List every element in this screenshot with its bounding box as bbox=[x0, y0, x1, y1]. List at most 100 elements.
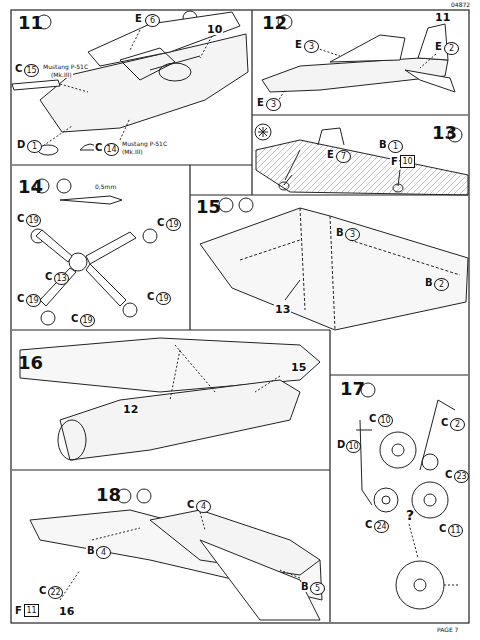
part-number: 19 bbox=[26, 214, 41, 227]
glue-icons bbox=[137, 489, 151, 503]
note-text: Mustang P-51C bbox=[42, 64, 89, 70]
part-number: 10 bbox=[346, 440, 361, 453]
step-number: 17 bbox=[340, 380, 365, 398]
step-17-landing-gear bbox=[374, 488, 398, 512]
glue-icons bbox=[219, 198, 233, 212]
step-11-fuselage bbox=[12, 80, 60, 90]
step-12-tail bbox=[330, 35, 455, 92]
part-letter: B bbox=[424, 278, 434, 288]
part-number: 19 bbox=[156, 292, 171, 305]
part-number: 24 bbox=[374, 520, 389, 533]
step-12-tail bbox=[255, 124, 271, 140]
step-15-wing bbox=[285, 280, 300, 300]
step-17-landing-gear bbox=[422, 454, 438, 470]
step-15-wing bbox=[200, 208, 468, 330]
part-number: 10 bbox=[378, 414, 393, 427]
panel-frames bbox=[11, 10, 469, 623]
glue-icons bbox=[57, 179, 71, 193]
glue-icons bbox=[143, 229, 157, 243]
part-letter: E bbox=[294, 40, 303, 50]
part-number: 1 bbox=[388, 140, 403, 153]
step-13-lower-wing bbox=[393, 184, 403, 192]
part-letter: E bbox=[434, 42, 443, 52]
part-letter: C bbox=[94, 143, 103, 153]
part-number: 14 bbox=[104, 143, 119, 156]
step-11-fuselage bbox=[159, 63, 191, 81]
part-letter: C bbox=[440, 418, 449, 428]
step-16-wing-fuselage bbox=[60, 380, 300, 460]
part-number: 2 bbox=[434, 278, 449, 291]
step-13-lower-wing bbox=[279, 182, 289, 190]
step-number: 11 bbox=[18, 14, 43, 32]
step-17-landing-gear bbox=[424, 494, 436, 506]
part-letter: C bbox=[14, 64, 23, 74]
panel-frames bbox=[11, 10, 469, 623]
step-11-fuselage bbox=[88, 12, 240, 66]
part-number: 19 bbox=[166, 218, 181, 231]
question-mark: ? bbox=[406, 508, 414, 522]
part-letter: B bbox=[300, 582, 310, 592]
part-letter: C bbox=[186, 500, 195, 510]
step-13-lower-wing bbox=[256, 140, 468, 195]
step-18-final-assembly bbox=[60, 512, 300, 600]
part-number: 3 bbox=[266, 98, 281, 111]
step-12-tail bbox=[418, 24, 448, 60]
part-number: 23 bbox=[454, 470, 469, 483]
part-letter: C bbox=[368, 414, 377, 424]
part-number: 19 bbox=[26, 294, 41, 307]
step-18-final-assembly bbox=[200, 540, 320, 620]
part-letter: C bbox=[444, 470, 453, 480]
part-letter: D bbox=[16, 140, 26, 150]
part-letter: B bbox=[86, 546, 96, 556]
part-number: 3 bbox=[304, 40, 319, 53]
callout-number: 13 bbox=[274, 304, 291, 315]
step-number: 12 bbox=[262, 14, 287, 32]
decal-number: 10 bbox=[400, 155, 415, 168]
part-letter: E bbox=[326, 150, 335, 160]
part-number: 2 bbox=[444, 42, 459, 55]
callout-number: 10 bbox=[206, 24, 223, 35]
part-number: 13 bbox=[54, 272, 69, 285]
step-number: 16 bbox=[18, 354, 43, 372]
part-number: 11 bbox=[448, 524, 463, 537]
part-number: 19 bbox=[80, 314, 95, 327]
step-17-landing-gear bbox=[396, 561, 444, 609]
step-13-lower-wing bbox=[284, 128, 400, 186]
part-letter: F bbox=[390, 157, 399, 167]
note-text: Mustang P-51C bbox=[121, 141, 168, 147]
callout-number: 15 bbox=[290, 362, 307, 373]
part-letter: C bbox=[70, 314, 79, 324]
step-12-tail bbox=[275, 48, 436, 106]
glue-icons bbox=[41, 311, 55, 325]
step-17-landing-gear bbox=[380, 432, 416, 468]
step-17-landing-gear bbox=[414, 579, 426, 591]
callout-number: 12 bbox=[122, 404, 139, 415]
part-letter: B bbox=[335, 228, 345, 238]
step-14-propeller bbox=[36, 196, 136, 306]
part-number: 5 bbox=[310, 582, 325, 595]
step-12-tail bbox=[258, 127, 268, 137]
step-14-propeller bbox=[36, 230, 136, 306]
part-letter: E bbox=[256, 98, 265, 108]
step-number: 14 bbox=[18, 178, 43, 196]
step-17-landing-gear bbox=[392, 444, 404, 456]
part-letter: B bbox=[378, 140, 388, 150]
step-17-landing-gear bbox=[356, 420, 372, 505]
part-letter: C bbox=[38, 586, 47, 596]
step-17-landing-gear bbox=[382, 496, 390, 504]
step-12-tail bbox=[255, 24, 455, 140]
part-number: 1 bbox=[27, 140, 42, 153]
step-16-wing-fuselage bbox=[20, 338, 320, 460]
step-15-wing bbox=[200, 208, 468, 330]
part-number: 4 bbox=[96, 546, 111, 559]
part-number: 2 bbox=[450, 418, 465, 431]
part-letter: C bbox=[146, 292, 155, 302]
part-letter: C bbox=[438, 524, 447, 534]
note-text: (Mk.III) bbox=[121, 149, 144, 155]
step-18-final-assembly bbox=[30, 510, 322, 620]
part-letter: F bbox=[14, 606, 23, 616]
step-17-landing-gear bbox=[356, 400, 460, 609]
note-text: 0,5mm bbox=[94, 184, 117, 190]
step-16-wing-fuselage bbox=[58, 420, 86, 460]
